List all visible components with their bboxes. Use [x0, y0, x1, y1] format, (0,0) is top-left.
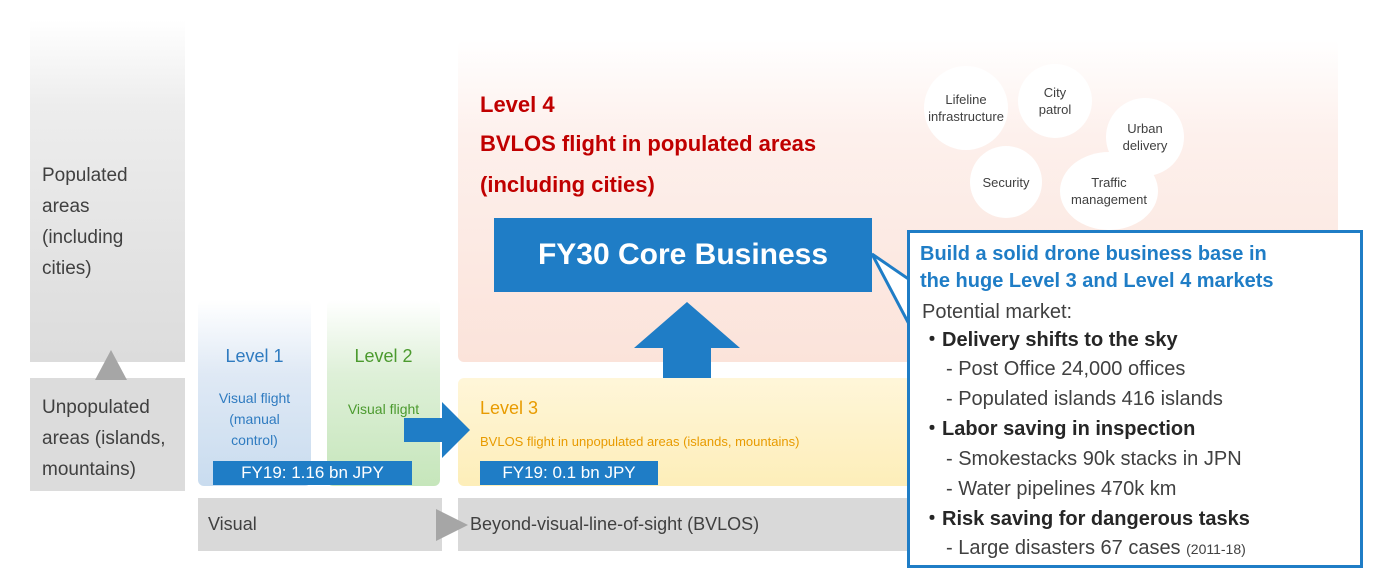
level1-desc-line: control): [231, 432, 278, 448]
bullet-risk: ・Risk saving for dangerous tasks: [922, 508, 1250, 530]
potential-market-label: Potential market:: [922, 301, 1073, 323]
level1-desc-line: Visual flight: [218, 390, 291, 406]
callout-heading-line: the huge Level 3 and Level 4 markets: [920, 270, 1274, 292]
unpopulated-axis-box: [30, 378, 185, 491]
populated-axis-box: [30, 20, 185, 362]
level4-subtitle-2: (including cities): [480, 172, 655, 197]
bullet-inspection: ・Labor saving in inspection: [922, 418, 1196, 440]
level3-desc: BVLOS flight in unpopulated areas (islan…: [480, 434, 800, 449]
callout-heading: Build a solid drone business base in the…: [920, 241, 1360, 295]
level1-desc-line: (manual: [229, 411, 280, 427]
use-case-line: delivery: [1122, 138, 1168, 153]
unpopulated-label-line: Unpopulated: [42, 397, 150, 418]
bvlos-axis-bar: [458, 498, 918, 551]
populated-label-line: Populated: [42, 165, 128, 186]
use-case-line: management: [1071, 192, 1147, 207]
level3-title: Level 3: [480, 398, 539, 418]
unpopulated-label-line: areas (islands,: [42, 428, 166, 449]
item-post-office: - Post Office 24,000 offices: [946, 358, 1186, 380]
use-case-traffic: Traffic management: [1060, 152, 1158, 230]
core-business-box: FY30 Core Business: [494, 218, 872, 292]
axis-right-arrow: [436, 509, 468, 541]
use-case-security: Security: [970, 146, 1042, 218]
use-case-line: Urban: [1127, 121, 1163, 136]
right-arrow-icon: [404, 402, 470, 458]
use-case-city-patrol: City patrol: [1018, 64, 1092, 138]
item-pipelines: - Water pipelines 470k km: [946, 478, 1177, 500]
item-islands: - Populated islands 416 islands: [946, 388, 1223, 410]
populated-label: Populated areas (including cities): [42, 160, 172, 284]
level3-market-badge: FY19: 0.1 bn JPY: [480, 461, 658, 485]
callout-heading-line: Build a solid drone business base in: [920, 243, 1267, 265]
use-case-line: Lifeline: [945, 92, 987, 107]
use-case-line: infrastructure: [928, 109, 1004, 124]
item-smokestacks: - Smokestacks 90k stacks in JPN: [946, 448, 1242, 470]
level4-title: Level 4: [480, 92, 555, 117]
level4-subtitle: BVLOS flight in populated areas: [480, 131, 817, 156]
unpopulated-label-line: mountains): [42, 459, 136, 480]
up-arrow-icon: [634, 302, 740, 398]
use-case-line: Traffic: [1091, 175, 1127, 190]
use-case-line: Security: [982, 174, 1030, 190]
level1-title: Level 1: [225, 346, 284, 366]
level2-desc: Visual flight: [347, 401, 420, 417]
level1-region: [198, 300, 311, 486]
item-disasters-note: (2011-18): [1186, 541, 1246, 557]
item-disasters-text: - Large disasters 67 cases: [946, 537, 1181, 559]
populated-label-line: cities): [42, 258, 92, 279]
item-disasters: - Large disasters 67 cases (2011-18): [946, 535, 1246, 563]
visual-label: Visual: [208, 514, 257, 534]
bullet-delivery: ・Delivery shifts to the sky: [922, 329, 1178, 351]
use-case-lifeline: Lifeline infrastructure: [924, 66, 1008, 150]
use-case-line: City: [1043, 85, 1067, 100]
level1-market-badge: FY19: 1.16 bn JPY: [213, 461, 412, 485]
level2-region: [327, 300, 440, 486]
visual-axis-bar: [198, 498, 442, 551]
bvlos-label: Beyond-visual-line-of-sight (BVLOS): [470, 514, 760, 534]
callout-pointer: [870, 252, 912, 328]
level1-desc: Visual flight (manual control): [198, 388, 311, 451]
axis-up-arrow: [95, 350, 127, 380]
market-callout: [907, 230, 1363, 568]
populated-label-line: areas: [42, 196, 90, 217]
unpopulated-label: Unpopulated areas (islands, mountains): [42, 392, 192, 485]
use-case-line: patrol: [1038, 102, 1072, 117]
level2-title: Level 2: [354, 346, 413, 366]
populated-label-line: (including: [42, 227, 124, 248]
